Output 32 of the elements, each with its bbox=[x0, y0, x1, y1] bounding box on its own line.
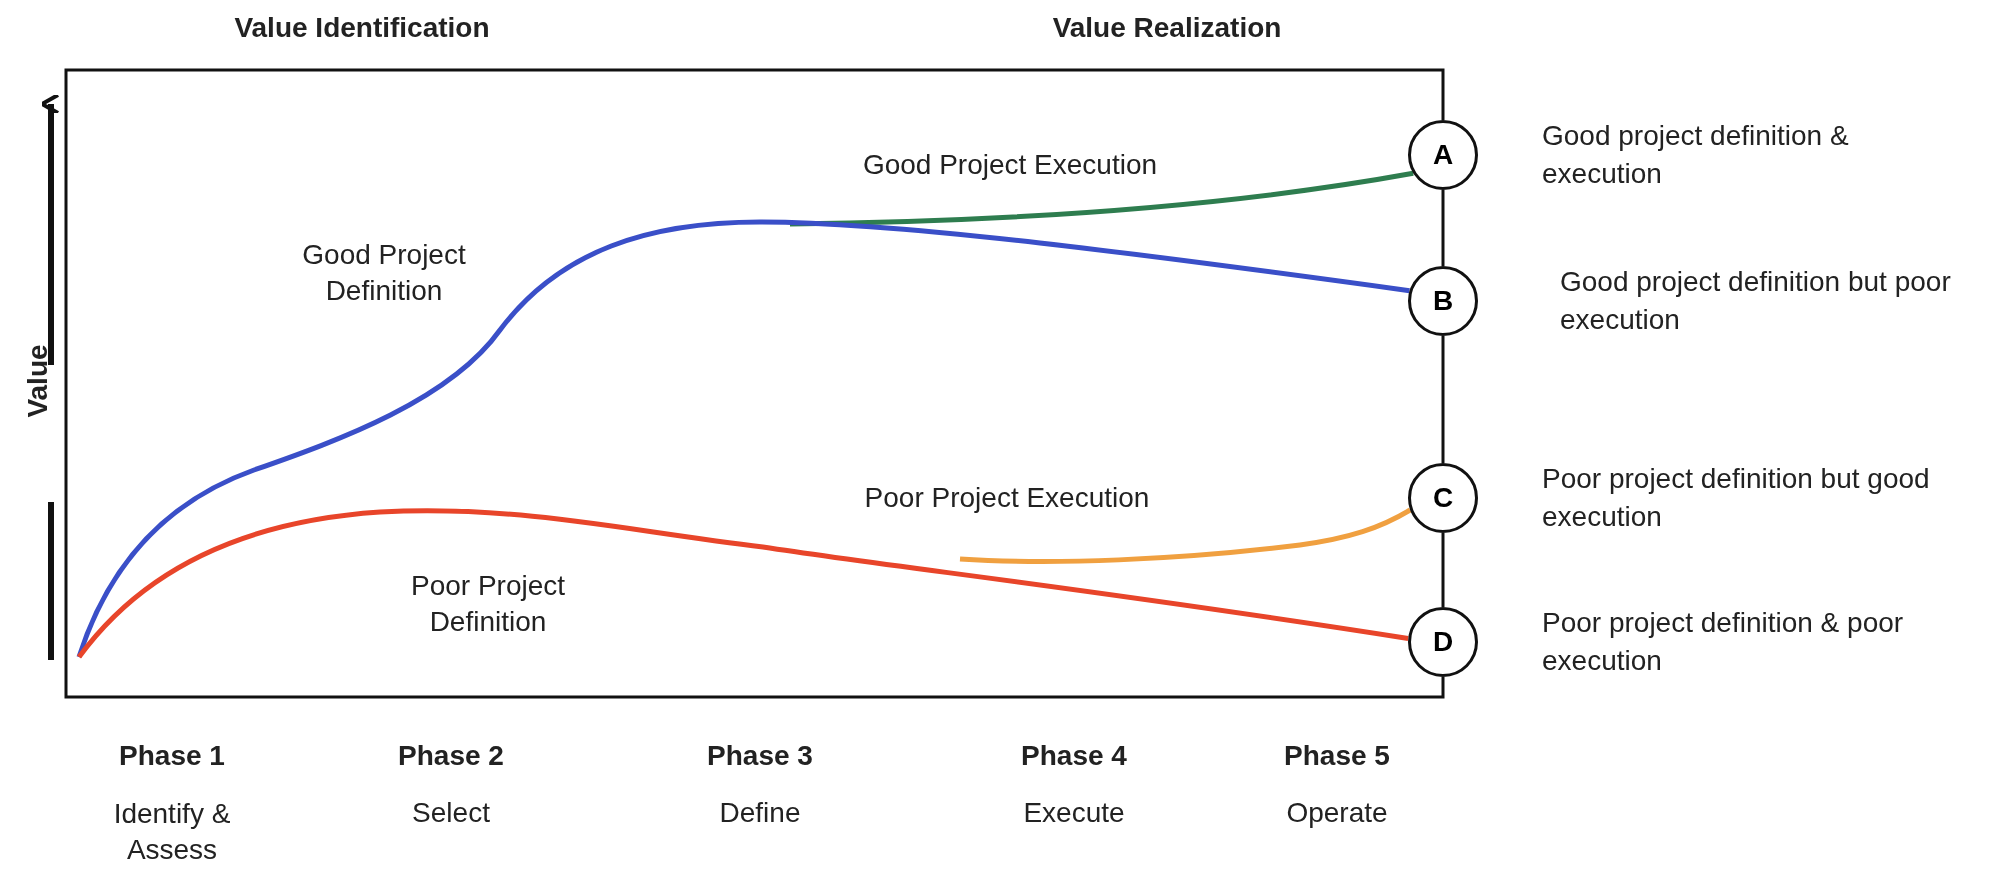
connector-line bbox=[1441, 336, 1445, 463]
phase-name: Operate bbox=[1286, 795, 1388, 830]
outcome-description: Good project definition & execution bbox=[1542, 119, 1850, 191]
outcome-description: Poor project definition & poor execution bbox=[1542, 606, 1905, 678]
section-heading: Value Identification bbox=[234, 10, 490, 45]
phase-name: Execute bbox=[1023, 795, 1125, 830]
phase-heading: Phase 4 bbox=[1021, 738, 1127, 773]
outcome-circle: A bbox=[1408, 120, 1478, 190]
phase-name: Select bbox=[412, 795, 490, 830]
connector-line bbox=[1441, 190, 1445, 266]
outcome-circle: C bbox=[1408, 463, 1478, 533]
phase-heading: Phase 2 bbox=[398, 738, 504, 773]
phase-heading: Phase 1 bbox=[119, 738, 225, 773]
curve-label: Poor Project Definition bbox=[409, 568, 567, 639]
connector-line bbox=[1441, 533, 1445, 607]
value-curve bbox=[77, 508, 1409, 659]
value-curve bbox=[76, 219, 1410, 658]
phase-name: Define bbox=[719, 795, 801, 830]
outcome-circle: D bbox=[1408, 607, 1478, 677]
curve-label: Good Project Execution bbox=[862, 147, 1158, 182]
phase-heading: Phase 3 bbox=[707, 738, 813, 773]
phase-heading: Phase 5 bbox=[1284, 738, 1390, 773]
outcome-description: Poor project definition but good execution bbox=[1542, 462, 1931, 534]
section-heading: Value Realization bbox=[1052, 10, 1282, 45]
value-curve bbox=[789, 170, 1414, 227]
phase-name: Identify & Assess bbox=[112, 796, 232, 867]
axis-title: Value bbox=[20, 344, 54, 418]
curve-label: Good Project Definition bbox=[301, 237, 467, 308]
curve-label: Poor Project Execution bbox=[864, 480, 1150, 515]
value-curve bbox=[959, 507, 1412, 564]
outcome-description: Good project definition but poor execution bbox=[1560, 265, 1952, 337]
outcome-circle: B bbox=[1408, 266, 1478, 336]
